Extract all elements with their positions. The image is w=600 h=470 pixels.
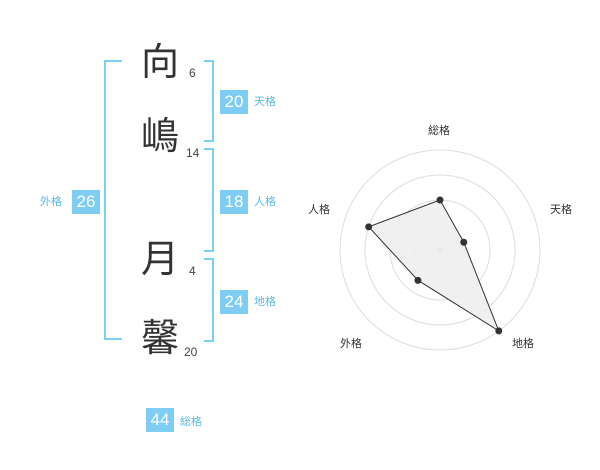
jinkaku-value-badge: 18 bbox=[220, 190, 248, 214]
radar-series-polygon bbox=[367, 199, 500, 333]
name-char-3: 月 bbox=[140, 237, 179, 281]
gaikaku-label: 外格 bbox=[40, 195, 62, 208]
radar-label-chikaku: 地格 bbox=[512, 337, 534, 350]
name-char-2: 嶋 bbox=[140, 114, 179, 158]
jinkaku-bracket bbox=[204, 148, 214, 252]
radar-label-jinkaku: 人格 bbox=[308, 203, 330, 216]
tenkaku-label: 天格 bbox=[254, 95, 276, 108]
radar-point-1 bbox=[436, 196, 444, 204]
chikaku-value-badge: 24 bbox=[220, 290, 248, 314]
radar-point-4 bbox=[414, 276, 422, 284]
soukaku-label: 総格 bbox=[180, 415, 202, 428]
chikaku-label: 地格 bbox=[254, 295, 276, 308]
radar-label-gaikaku: 外格 bbox=[340, 337, 362, 350]
name-char-4: 馨 bbox=[140, 316, 179, 360]
soukaku-value-badge: 44 bbox=[146, 408, 174, 432]
radar-label-tenkaku: 天格 bbox=[550, 203, 572, 216]
stroke-count-1: 6 bbox=[189, 66, 196, 80]
gaikaku-bracket bbox=[104, 60, 122, 340]
chikaku-bracket bbox=[204, 258, 214, 342]
radar-grid-ring bbox=[364, 174, 516, 326]
gaikaku-value-badge: 26 bbox=[72, 190, 100, 214]
name-char-1: 向 bbox=[140, 40, 179, 84]
jinkaku-label: 人格 bbox=[254, 195, 276, 208]
stroke-count-4: 20 bbox=[184, 345, 198, 359]
stroke-count-3: 4 bbox=[189, 264, 196, 278]
radar-point-2 bbox=[460, 238, 468, 246]
radar-label-soukaku: 総格 bbox=[428, 124, 450, 137]
radar-grid-ring bbox=[339, 149, 541, 351]
tenkaku-bracket bbox=[204, 60, 214, 142]
radar-point-3 bbox=[495, 327, 503, 335]
stroke-count-2: 14 bbox=[186, 146, 200, 160]
tenkaku-value-badge: 20 bbox=[220, 90, 248, 114]
radar-point-5 bbox=[365, 223, 373, 231]
